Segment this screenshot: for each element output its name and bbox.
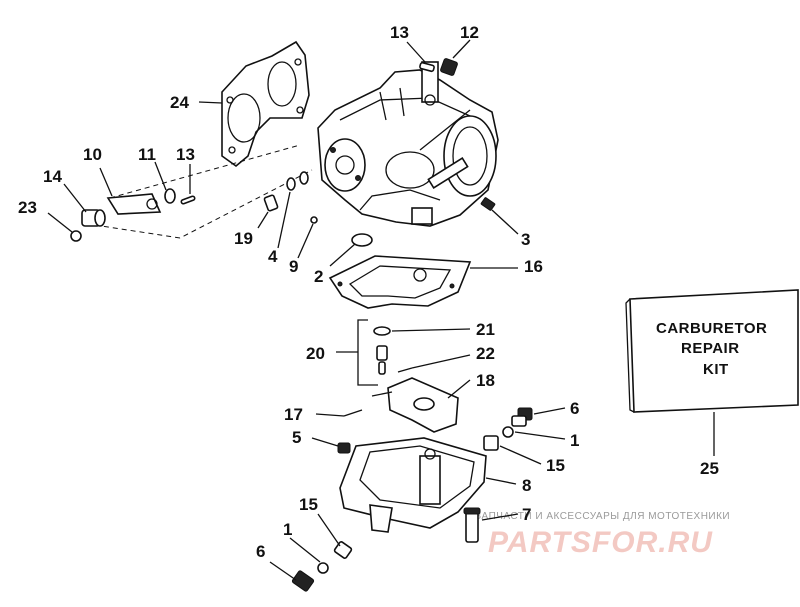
part-21-gasket xyxy=(373,326,391,336)
kit-line-1: CARBURETOR xyxy=(656,320,767,337)
callout-1-bottom: 1 xyxy=(283,520,292,539)
callout-19: 19 xyxy=(234,229,253,248)
callout-25: 25 xyxy=(700,459,719,478)
kit-line-2: REPAIR xyxy=(681,340,740,357)
callouts: 13 12 24 10 11 13 14 23 19 4 9 2 3 16 21… xyxy=(18,23,719,561)
callout-13-top: 13 xyxy=(390,23,409,42)
callout-15-right: 15 xyxy=(546,456,565,475)
callout-1-right: 1 xyxy=(570,431,579,450)
watermark-logo: PARTSFOR.RU xyxy=(488,526,713,559)
callout-7: 7 xyxy=(522,505,531,524)
part-6-plug-right xyxy=(511,407,533,427)
part-23-washer xyxy=(70,230,82,242)
part-1-washer-bottom xyxy=(317,562,329,574)
callout-18: 18 xyxy=(476,371,495,390)
callout-5: 5 xyxy=(292,428,301,447)
part-6-plug-bottom xyxy=(291,570,315,592)
part-19-screw xyxy=(263,194,279,212)
callout-2: 2 xyxy=(314,267,323,286)
callout-16: 16 xyxy=(524,257,543,276)
watermark-tagline: ЗАПЧАСТИ И АКСЕССУАРЫ ДЛЯ МОТОТЕХНИКИ xyxy=(475,511,730,522)
callout-6-bottom: 6 xyxy=(256,542,265,561)
callout-20: 20 xyxy=(306,344,325,363)
kit-line-3: KIT xyxy=(703,361,729,378)
part-7-screw xyxy=(463,507,481,543)
callout-23: 23 xyxy=(18,198,37,217)
callout-4: 4 xyxy=(268,247,278,266)
callout-13-left: 13 xyxy=(176,145,195,164)
part-22-clip xyxy=(397,367,413,373)
leader-lines xyxy=(47,39,715,581)
part-1-washer-right xyxy=(502,426,514,438)
watermark: ЗАПЧАСТИ И АКСЕССУАРЫ ДЛЯ МОТОТЕХНИКИ PA… xyxy=(475,511,730,559)
assembly-line-upper xyxy=(109,144,301,199)
callout-12: 12 xyxy=(460,23,479,42)
part-12-screw xyxy=(440,58,458,76)
part-14-bushing xyxy=(81,209,106,227)
part-13-pin-left xyxy=(180,195,196,205)
part-25-repair-kit-box: CARBURETOR REPAIR KIT xyxy=(625,289,799,413)
part-10-shaft xyxy=(106,193,162,215)
part-20-needle-seat xyxy=(376,345,388,375)
callout-24: 24 xyxy=(170,93,189,112)
part-8-float-bowl xyxy=(339,437,487,533)
callout-21: 21 xyxy=(476,320,495,339)
callout-10: 10 xyxy=(83,145,102,164)
part-4-oring xyxy=(286,171,309,191)
part-3-screw xyxy=(480,197,496,211)
callout-8: 8 xyxy=(522,476,531,495)
callout-6-right: 6 xyxy=(570,399,579,418)
part-9-ball xyxy=(310,216,318,224)
part-11-washer xyxy=(164,188,176,204)
callout-14: 14 xyxy=(43,167,62,186)
part-17-pin xyxy=(343,409,363,417)
part-5-screw xyxy=(337,442,351,454)
callout-11: 11 xyxy=(138,145,156,164)
part-15-jet-bottom xyxy=(333,541,353,559)
callout-9: 9 xyxy=(289,257,298,276)
part-13-pin-top xyxy=(419,61,435,73)
assembly-line-left xyxy=(94,169,313,239)
part-15-jet-right xyxy=(483,435,499,451)
part-18-float xyxy=(371,377,459,433)
callout-3: 3 xyxy=(521,230,530,249)
callout-17: 17 xyxy=(284,405,303,424)
part-16-gasket xyxy=(328,255,472,309)
callout-22: 22 xyxy=(476,344,495,363)
part-24-gasket xyxy=(221,40,310,168)
callout-15-bottom: 15 xyxy=(299,495,318,514)
carburetor-body xyxy=(317,61,499,227)
part-2-plug xyxy=(351,233,373,247)
